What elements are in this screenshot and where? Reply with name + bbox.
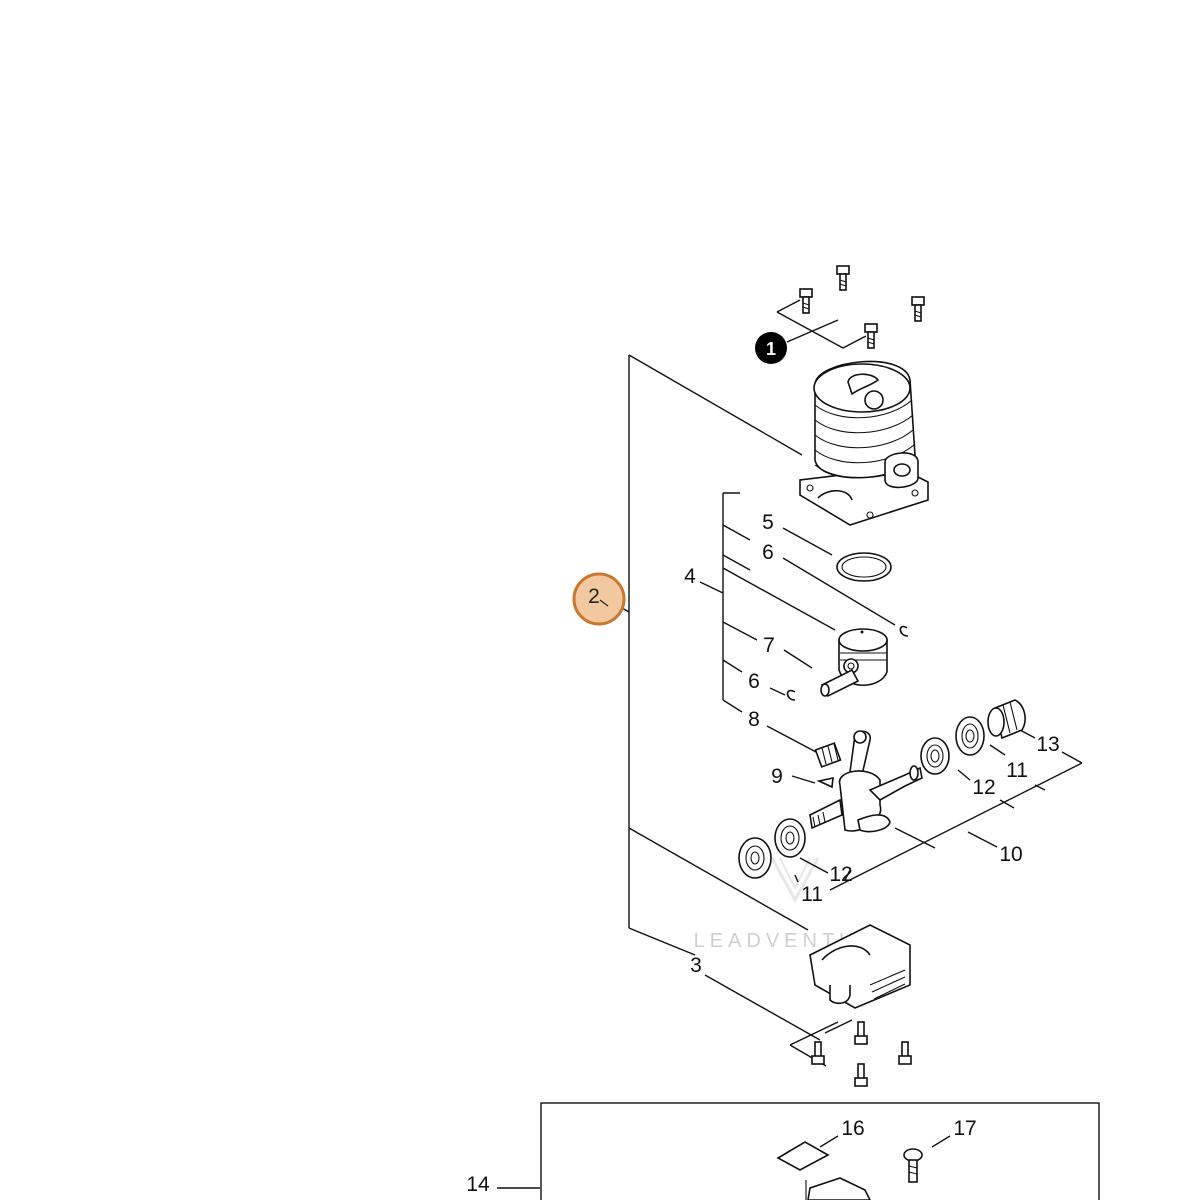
callout-10[interactable]: 10: [999, 843, 1022, 866]
callout-13[interactable]: 13: [1036, 733, 1059, 756]
crankcase-icon: [809, 924, 911, 1009]
leader-lines: [497, 299, 1083, 1189]
callout-14[interactable]: 14: [466, 1173, 490, 1196]
ball-bearing-icon: [738, 818, 806, 879]
callout-11-left[interactable]: 11: [801, 883, 823, 906]
piston-pin-icon: [820, 668, 860, 698]
piston-ring-icon: [836, 552, 892, 582]
screw-icon: [811, 1021, 912, 1087]
kit-14-box: [540, 1102, 1100, 1200]
callout-12-left[interactable]: 12: [829, 863, 852, 886]
callout-3[interactable]: 3: [690, 954, 702, 977]
callout-6-lower[interactable]: 6: [748, 670, 760, 693]
callout-4[interactable]: 4: [684, 565, 696, 588]
callout-9[interactable]: 9: [771, 765, 783, 788]
woodruff-key-icon: [816, 776, 834, 789]
watermark-logo: [770, 857, 820, 904]
callout-6-upper[interactable]: 6: [762, 541, 774, 564]
highlight-callout-2[interactable]: 2: [572, 572, 626, 626]
callout-8[interactable]: 8: [748, 708, 760, 731]
circlip-icon: [786, 625, 909, 701]
svg-text:1: 1: [766, 339, 776, 359]
needle-bearing-icon: [814, 742, 842, 768]
callout-16[interactable]: 16: [841, 1117, 864, 1140]
crankshaft-icon: [809, 730, 923, 833]
oil-seal-icon: [987, 699, 1026, 740]
svg-text:2: 2: [588, 585, 600, 608]
gasket-icon: [776, 1141, 830, 1171]
cylinder-icon: [799, 360, 929, 526]
tank-partial-icon: [805, 1177, 871, 1200]
callout-11-right[interactable]: 11: [1006, 759, 1028, 782]
screw-icon: [799, 265, 925, 349]
callout-12-right[interactable]: 12: [972, 776, 995, 799]
screw-17-icon: [903, 1148, 923, 1183]
callout-17[interactable]: 17: [953, 1117, 976, 1140]
badge-1[interactable]: 1: [755, 332, 787, 364]
ball-bearing-icon: [920, 716, 985, 775]
callout-5[interactable]: 5: [762, 511, 774, 534]
callout-7[interactable]: 7: [763, 634, 775, 657]
